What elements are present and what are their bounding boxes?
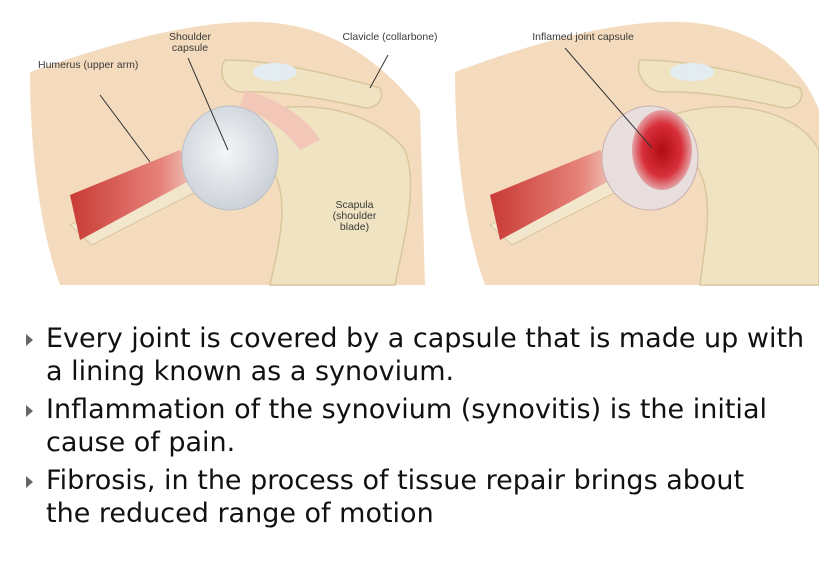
bullet-list: Every joint is covered by a capsule that… [22,322,819,535]
bullet-item: Fibrosis, in the process of tissue repai… [22,464,819,530]
scapula-label: Scapula (shoulder blade) [322,200,387,233]
clavicle-end [253,63,297,81]
bullet-arrow-icon [26,405,33,417]
clavicle-label: Clavicle (collarbone) [335,32,445,43]
shoulder-anatomy-illustration [0,0,819,300]
bullet-text: Every joint is covered by a capsule that… [46,322,819,388]
inflamed-capsule-label: Inflamed joint capsule [498,32,668,43]
shoulder-capsule-label: Shoulder capsule [150,32,230,54]
bullet-arrow-icon [26,334,33,346]
inflamed-shoulder-diagram [455,22,819,285]
shoulder-capsule [182,106,278,210]
humerus-label: Humerus (upper arm) [38,60,138,71]
bullet-item: Every joint is covered by a capsule that… [22,322,819,388]
inflamed-capsule [632,110,692,190]
bullet-arrow-icon [26,476,33,488]
clavicle-end [670,63,714,81]
bullet-text: Inflammation of the synovium (synovitis)… [46,393,786,459]
bullet-item: Inflammation of the synovium (synovitis)… [22,393,819,459]
bullet-text: Fibrosis, in the process of tissue repai… [46,464,786,530]
